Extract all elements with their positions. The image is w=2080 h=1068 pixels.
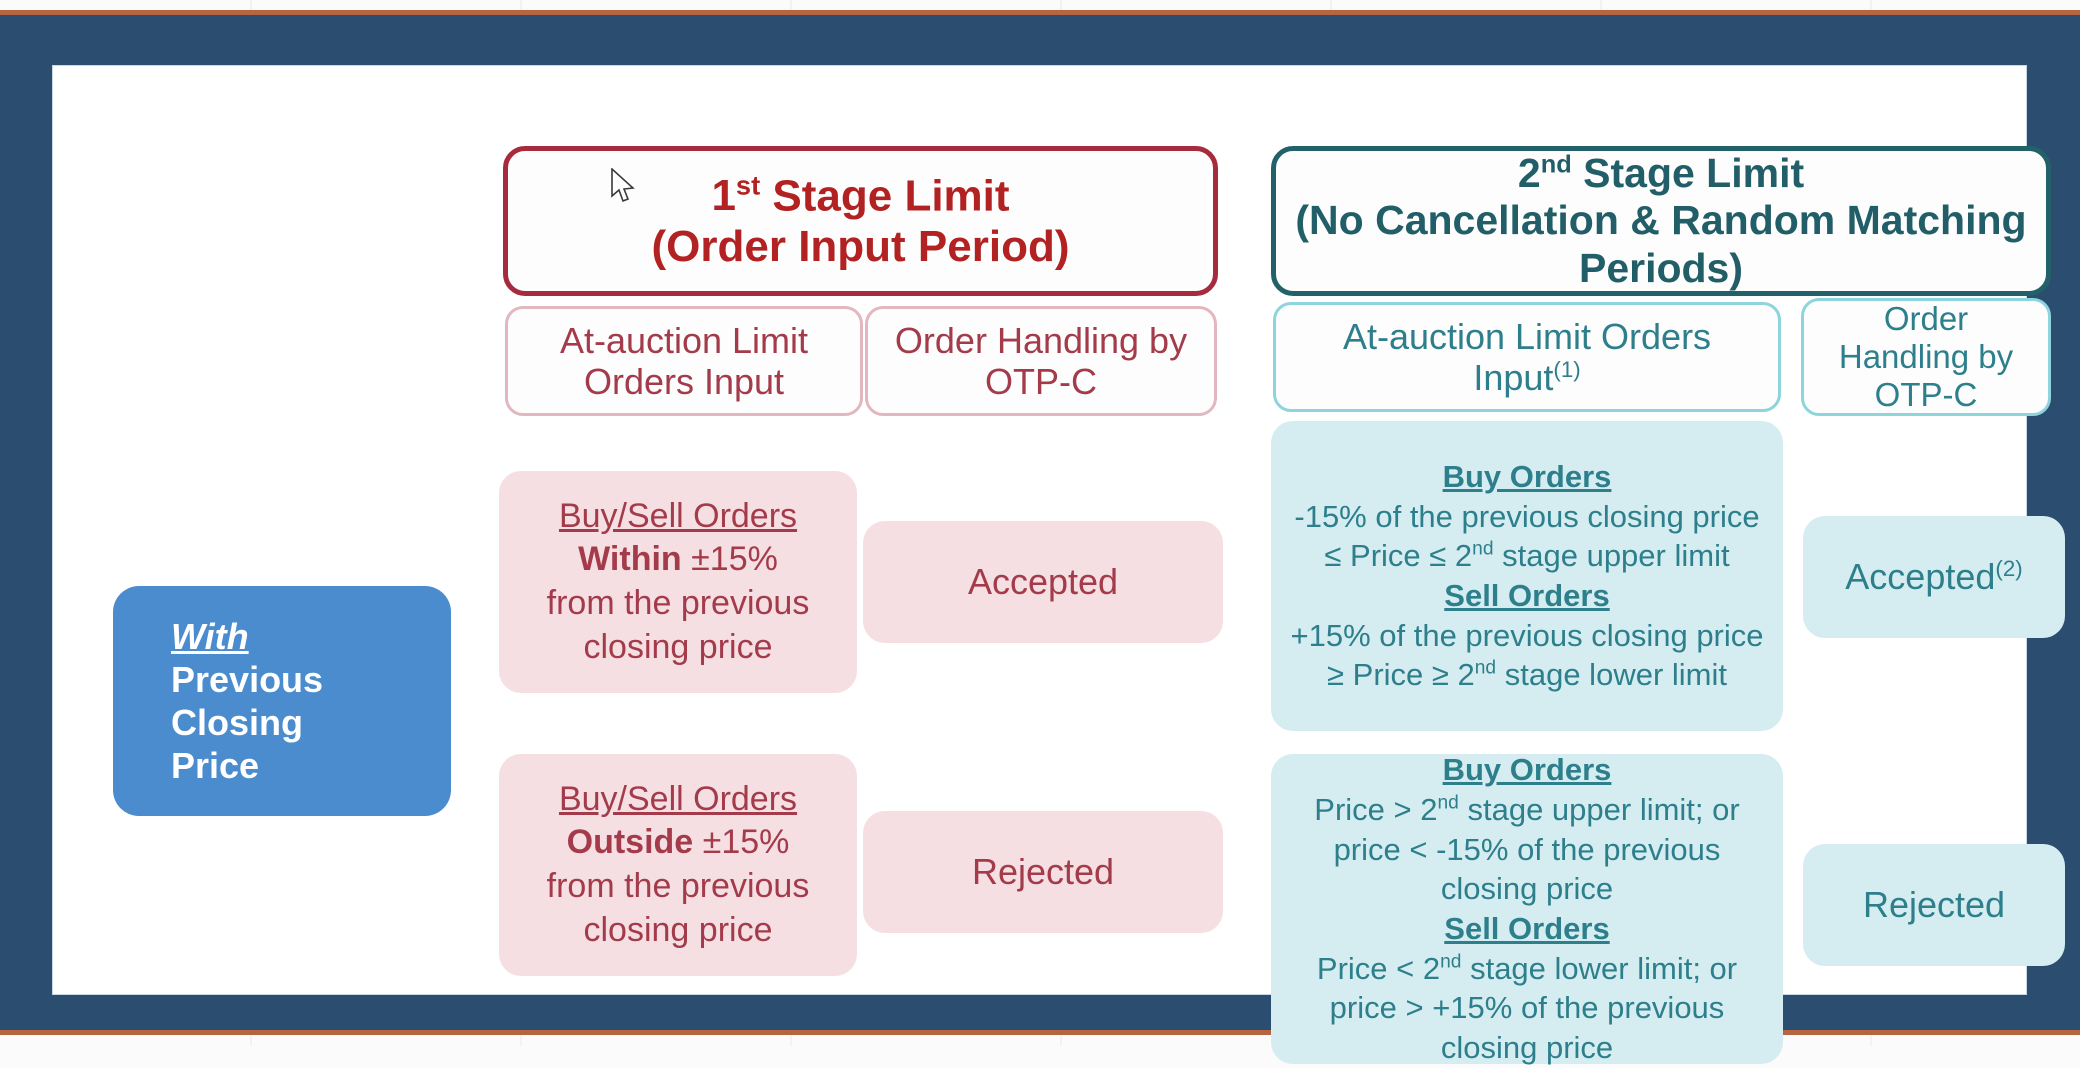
row2-first-stage-result: Rejected [863, 811, 1223, 933]
slide-frame: 1st Stage Limit (Order Input Period) 2nd… [0, 15, 2080, 1065]
row2-second-stage-buy-text: Price > 2nd stage upper limit; or price … [1314, 791, 1740, 907]
row2-first-stage-condition-tail: from the previous closing price [546, 867, 810, 949]
row1-second-stage-buy-text: -15% of the previous closing price ≤ Pri… [1294, 498, 1760, 574]
first-stage-subheader-at-auction: At-auction Limit Orders Input [505, 306, 863, 416]
row1-second-stage-buy-heading: Buy Orders [1442, 458, 1612, 494]
row2-second-stage-sell-text: Price < 2nd stage lower limit; or price … [1316, 950, 1738, 1066]
ordinal-st: st [735, 169, 761, 201]
row2-second-stage-condition: Buy Orders Price > 2nd stage upper limit… [1271, 752, 1783, 1066]
first-stage-subheader-order-handling: Order Handling by OTP-C [865, 306, 1217, 416]
row2-second-stage-buy-heading: Buy Orders [1442, 752, 1612, 788]
second-stage-subheader-order-handling-label: Order Handling by OTP-C [1838, 300, 2014, 413]
row2-second-stage-result-label: Rejected [1862, 883, 2006, 925]
second-stage-subheader-order-handling: Order Handling by OTP-C [1801, 298, 2051, 416]
row1-first-stage-condition-heading: Buy/Sell Orders [558, 496, 798, 535]
second-stage-header: 2nd Stage Limit (No Cancellation & Rando… [1271, 146, 2051, 296]
row1-first-stage-condition-tail: from the previous closing price [546, 584, 810, 666]
first-stage-title-number: 1st [711, 169, 761, 221]
row-label-emphasis: With [171, 615, 249, 657]
row1-second-stage-condition: Buy Orders -15% of the previous closing … [1271, 421, 1783, 731]
row1-first-stage-result: Accepted [863, 521, 1223, 643]
row1-first-stage-condition-bold: Within [578, 540, 682, 579]
first-stage-header: 1st Stage Limit (Order Input Period) [503, 146, 1218, 296]
footnote-marker-1: (1) [1553, 357, 1581, 382]
first-stage-title: Stage Limit [772, 171, 1010, 221]
first-stage-subheader-at-auction-label: At-auction Limit Orders Input [559, 319, 809, 402]
row1-second-stage-sell-heading: Sell Orders [1444, 578, 1610, 613]
row1-second-stage-sell-text: +15% of the previous closing price ≥ Pri… [1290, 617, 1764, 693]
slide-card: 1st Stage Limit (Order Input Period) 2nd… [52, 65, 2065, 1065]
row2-second-stage-result: Rejected [1803, 844, 2065, 966]
row2-first-stage-condition-heading: Buy/Sell Orders [558, 779, 798, 818]
row1-first-stage-condition-range: ±15% [691, 540, 778, 579]
second-stage-subheader-at-auction-label: At-auction Limit Orders Input(1) [1342, 315, 1712, 398]
row1-second-stage-result: Accepted(2) [1803, 516, 2065, 638]
second-stage-subheader-at-auction: At-auction Limit Orders Input(1) [1273, 302, 1781, 412]
second-stage-title: Stage Limit [1583, 150, 1805, 197]
row-label-rest-1: Previous [171, 658, 324, 700]
row1-first-stage-result-label: Accepted [967, 560, 1119, 602]
row1-second-stage-result-label: Accepted(2) [1845, 555, 2023, 597]
first-stage-subheader-order-handling-label: Order Handling by OTP-C [894, 319, 1188, 402]
row2-first-stage-condition-bold: Outside [566, 823, 694, 862]
second-stage-subtitle: (No Cancellation & Random Matching Perio… [1295, 197, 2027, 291]
row-label-rest-3: Price [171, 745, 260, 787]
top-rule [0, 10, 2080, 15]
row2-first-stage-condition: Buy/Sell Orders Outside ±15% from the pr… [499, 754, 857, 976]
row-label-rest-2: Closing [171, 702, 303, 743]
footnote-marker-2: (2) [1995, 555, 2023, 581]
row2-second-stage-sell-heading: Sell Orders [1444, 911, 1610, 946]
row2-first-stage-condition-range: ±15% [702, 823, 790, 862]
bottom-rule [0, 1030, 2080, 1035]
second-stage-title-number: 2nd [1517, 150, 1572, 197]
row-label-with-previous-closing-price: With Previous Closing Price [113, 586, 451, 816]
ordinal-nd: nd [1540, 150, 1572, 179]
first-stage-subtitle: (Order Input Period) [651, 221, 1070, 271]
row1-first-stage-condition: Buy/Sell Orders Within ±15% from the pre… [499, 471, 857, 693]
row2-first-stage-result-label: Rejected [971, 850, 1115, 892]
